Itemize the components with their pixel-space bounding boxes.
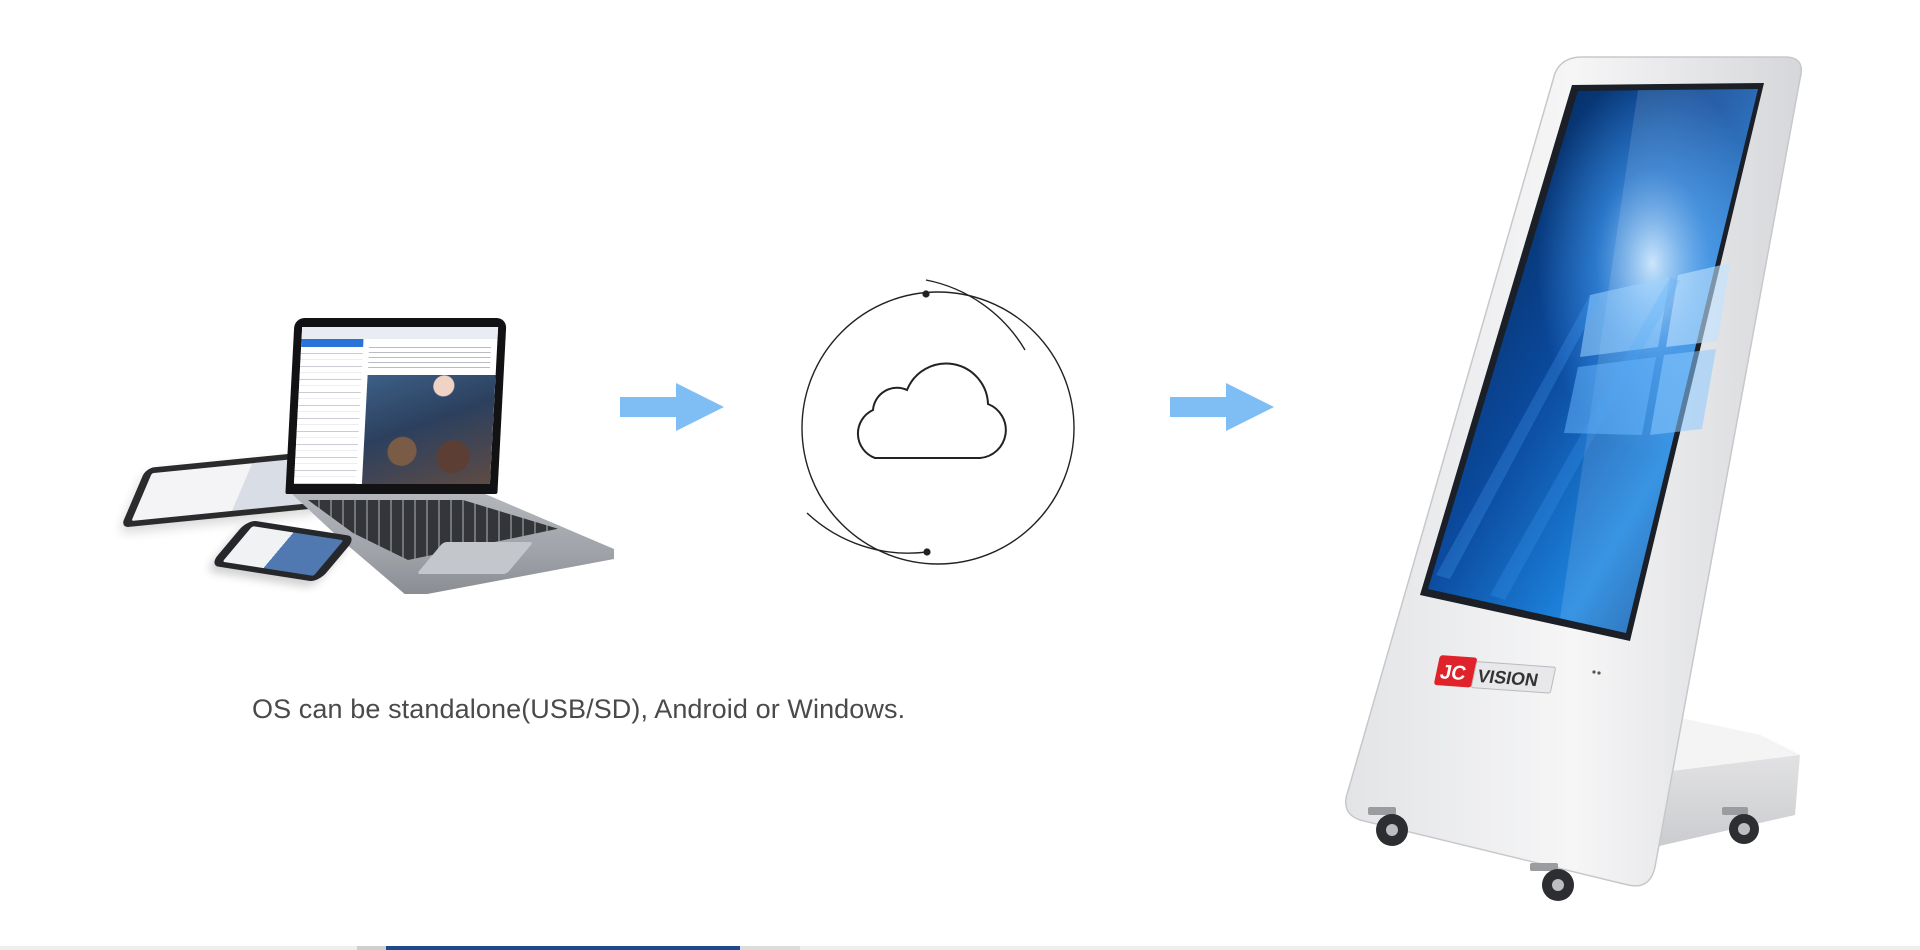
arrow-right-icon <box>1170 383 1274 431</box>
devices-image <box>120 310 630 610</box>
brand-logo-suffix: VISION <box>1476 666 1540 690</box>
caption-text: OS can be standalone(USB/SD), Android or… <box>252 694 906 724</box>
caster-wheel <box>1722 807 1759 844</box>
caster-wheel <box>1368 807 1408 846</box>
bottom-strip-segment <box>740 946 800 950</box>
laptop-screen-text <box>367 343 492 371</box>
arrow-right-icon <box>620 383 724 431</box>
brand-logo-prefix: JC <box>1438 661 1468 685</box>
laptop-screen-toolbar <box>301 327 499 339</box>
caster-wheel <box>1530 863 1574 901</box>
bottom-strip-segment <box>357 946 386 950</box>
bottom-strip-active-segment <box>386 946 740 950</box>
digital-signage-kiosk-image: JC VISION <box>1345 56 1803 901</box>
brand-logo: JC VISION <box>1434 655 1556 694</box>
cloud-icon <box>801 279 1075 565</box>
laptop-screen <box>293 327 499 484</box>
laptop-screen-photo <box>361 375 496 484</box>
laptop-screen-list <box>293 347 364 484</box>
bottom-strip <box>0 946 1920 950</box>
phone-screen <box>222 526 344 576</box>
laptop-image <box>285 318 507 494</box>
